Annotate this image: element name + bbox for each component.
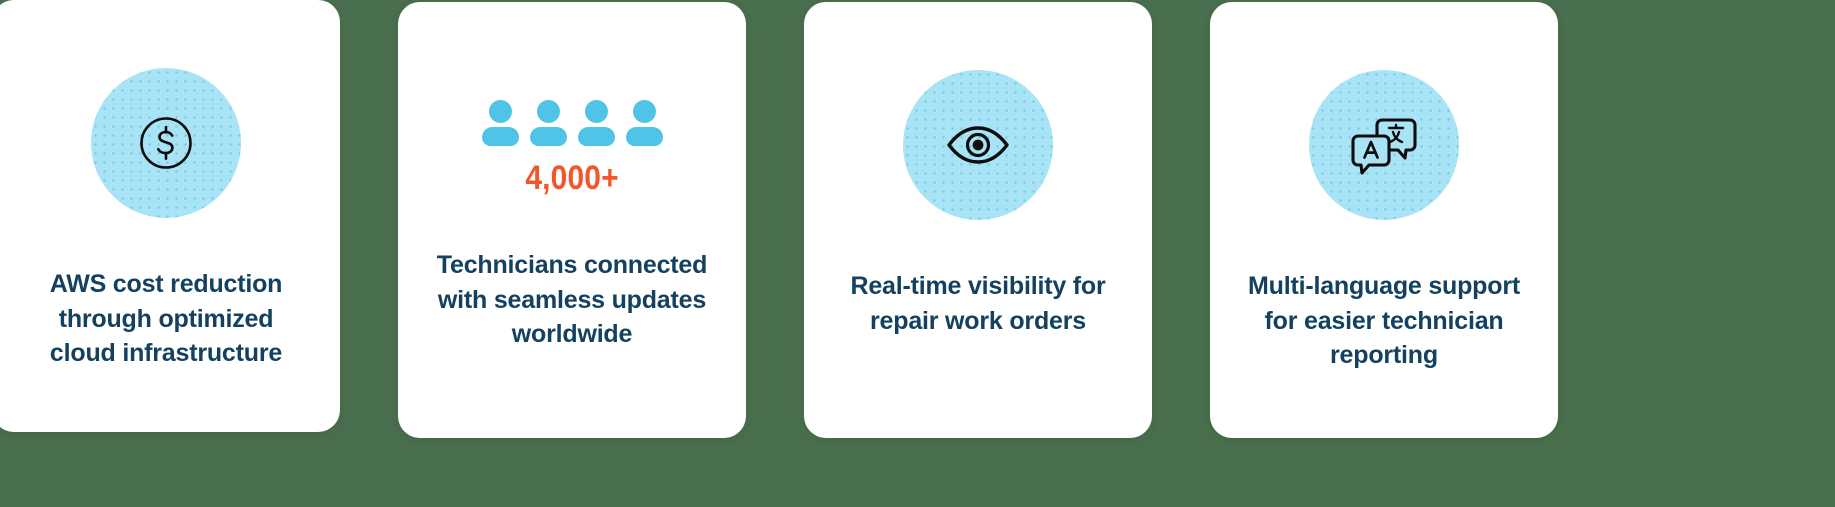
person-icon <box>625 100 663 146</box>
card-caption: Technicians connected with seamless upda… <box>436 251 708 348</box>
dollar-coin-icon <box>136 113 196 173</box>
person-head <box>632 100 656 123</box>
stat-block: 4,000+ <box>481 97 663 220</box>
feature-card-real-time-visibility[interactable]: Real-time visibility for repair work ord… <box>804 2 1152 438</box>
translate-icon <box>1349 114 1419 176</box>
card-caption: Real-time visibility for repair work ord… <box>850 272 1106 335</box>
eye-icon <box>945 121 1011 169</box>
icon-badge <box>903 70 1053 220</box>
person-head <box>488 100 512 123</box>
feature-card-multi-language-support[interactable]: Multi-language support for easier techni… <box>1210 2 1558 438</box>
person-body <box>577 127 615 146</box>
stat-number: 4,000+ <box>525 159 619 197</box>
icon-badge <box>91 68 241 218</box>
person-head <box>584 100 608 123</box>
card-caption: Multi-language support for easier techni… <box>1248 272 1520 369</box>
person-body <box>529 127 567 146</box>
person-icon <box>481 100 519 146</box>
person-icon <box>529 100 567 146</box>
icon-badge <box>1309 70 1459 220</box>
person-body <box>625 127 663 146</box>
card-caption: AWS cost reduction through optimized clo… <box>49 270 283 367</box>
people-group-icon <box>481 97 663 146</box>
person-head <box>536 100 560 123</box>
feature-card-technicians-connected[interactable]: 4,000+ Technicians connected with seamle… <box>398 2 746 438</box>
person-icon <box>577 100 615 146</box>
person-body <box>481 127 519 146</box>
feature-card-aws-cost-reduction[interactable]: AWS cost reduction through optimized clo… <box>0 0 340 432</box>
